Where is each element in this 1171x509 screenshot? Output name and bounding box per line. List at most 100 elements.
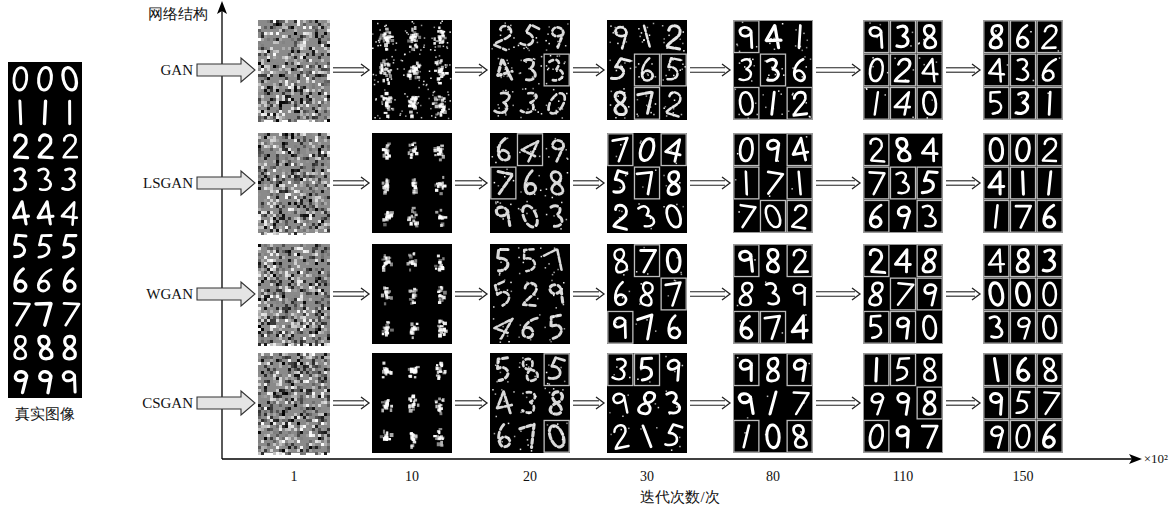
arrow-head <box>852 64 860 76</box>
noise-pixel <box>264 223 267 226</box>
noise-dot <box>672 59 674 61</box>
noise-pixel <box>291 181 294 184</box>
noise-pixel <box>306 202 309 205</box>
noise-pixel <box>318 166 321 169</box>
noise-dot <box>561 202 563 204</box>
noise-pixel <box>282 29 285 32</box>
noise-blob <box>382 182 385 185</box>
noise-pixel <box>264 133 267 136</box>
noise-blob <box>386 215 390 218</box>
noise-pixel <box>318 196 321 199</box>
noise-blob <box>386 179 389 182</box>
noise-pixel <box>312 71 315 74</box>
noise-pixel <box>270 226 273 229</box>
noise-dot <box>923 39 925 41</box>
noise-dot <box>612 32 614 34</box>
noise-pixel <box>258 83 261 86</box>
noise-dot <box>552 68 554 70</box>
digit-stroke <box>494 24 514 50</box>
noise-dot <box>637 115 639 117</box>
noise-pixel <box>312 214 315 217</box>
noise-pixel <box>267 145 270 148</box>
noise-pixel <box>261 35 264 38</box>
noise-pixel <box>297 181 300 184</box>
noise-pixel <box>297 139 300 142</box>
noise-pixel <box>279 23 282 26</box>
noise-pixel <box>279 83 282 86</box>
digit-stroke <box>549 59 563 81</box>
noise-blob <box>444 216 448 218</box>
digit-stroke <box>60 303 79 325</box>
noise-dot <box>1021 97 1023 99</box>
noise-blob <box>442 106 446 108</box>
noise-pixel <box>315 26 318 29</box>
noise-blob <box>387 78 389 81</box>
noise-pixel <box>273 202 276 205</box>
noise-blob <box>438 27 440 30</box>
noise-dot <box>387 108 389 110</box>
noise-pixel <box>285 187 288 190</box>
noise-pixel <box>279 151 282 154</box>
noise-blob <box>440 224 443 227</box>
noise-pixel <box>300 193 303 196</box>
noise-pixel <box>303 68 306 71</box>
noise-dot <box>405 115 407 117</box>
noise-pixel <box>303 47 306 50</box>
noise-pixel <box>276 86 279 89</box>
noise-dot <box>663 107 665 109</box>
noise-dot <box>505 112 507 114</box>
noise-pixel <box>282 95 285 98</box>
noise-pixel <box>270 59 273 62</box>
noise-pixel <box>285 80 288 83</box>
noise-pixel <box>312 211 315 214</box>
noise-pixel <box>276 175 279 178</box>
noise-dot <box>623 88 625 90</box>
noise-blob <box>417 65 420 68</box>
noise-pixel <box>270 47 273 50</box>
noise-pixel <box>315 184 318 187</box>
noise-dot <box>905 79 907 81</box>
noise-pixel <box>258 211 261 214</box>
noise-pixel <box>276 205 279 208</box>
noise-dot <box>520 209 522 211</box>
digit-stroke <box>520 204 540 228</box>
noise-dot <box>647 106 649 108</box>
noise-dot <box>519 73 521 75</box>
noise-dot <box>803 33 805 35</box>
digit-stroke <box>895 59 912 81</box>
generated-sample-panel <box>490 20 570 120</box>
noise-pixel <box>318 148 321 151</box>
noise-dot <box>640 140 642 142</box>
noise-dot <box>502 218 504 220</box>
noise-pixel <box>297 157 300 160</box>
noise-pixel <box>324 205 327 208</box>
noise-dot <box>500 75 502 77</box>
noise-pixel <box>324 110 327 113</box>
noise-pixel <box>300 92 303 95</box>
noise-blob <box>439 192 442 195</box>
noise-pixel <box>258 139 261 142</box>
noise-pixel <box>258 95 261 98</box>
noise-dot <box>430 77 432 79</box>
noise-dot <box>783 74 785 76</box>
noise-blob <box>439 103 442 107</box>
noise-dot <box>434 91 436 93</box>
noise-blob <box>411 28 413 32</box>
noise-dot <box>418 87 420 89</box>
noise-pixel <box>282 184 285 187</box>
noise-pixel <box>273 26 276 29</box>
digit-stroke <box>1042 26 1058 48</box>
noise-pixel <box>306 151 309 154</box>
noise-blob <box>441 99 444 102</box>
noise-pixel <box>279 184 282 187</box>
cell-border <box>984 87 1009 119</box>
noise-dot <box>619 210 621 212</box>
noise-dot <box>548 43 550 45</box>
noise-dot <box>670 92 672 94</box>
noise-pixel <box>300 157 303 160</box>
noise-pixel <box>258 154 261 157</box>
noise-pixel <box>297 77 300 80</box>
noise-dot <box>434 27 436 29</box>
noise-pixel <box>324 53 327 56</box>
noise-blob <box>380 95 383 97</box>
